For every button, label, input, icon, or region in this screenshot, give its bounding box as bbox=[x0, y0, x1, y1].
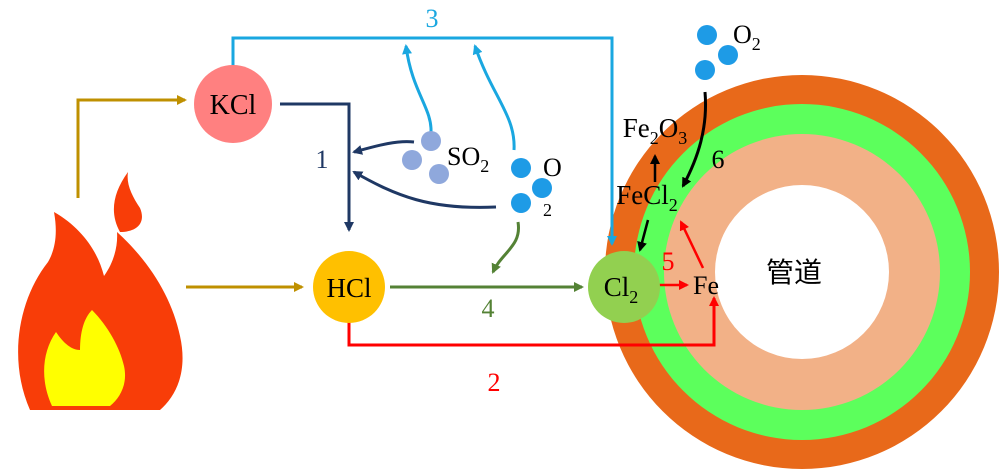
pathway-4-label: 4 bbox=[482, 294, 495, 323]
hcl-node: HCl bbox=[313, 251, 385, 323]
o2-to-pathway1-arrow bbox=[352, 170, 497, 209]
so2-molecule: SO2 bbox=[402, 131, 489, 184]
o2-atom bbox=[532, 178, 552, 198]
pathway-1: 1 bbox=[280, 102, 497, 232]
hcl-circle bbox=[313, 251, 385, 323]
pathway-5-label: 5 bbox=[662, 247, 675, 276]
fe-label: Fe bbox=[693, 271, 719, 300]
pipe-cross-section: 管道 bbox=[605, 75, 999, 469]
kcl-to-cl2-arrow bbox=[231, 36, 617, 246]
o2-release-arrow bbox=[472, 44, 516, 151]
pathway-3-label: 3 bbox=[426, 4, 439, 33]
kcl-to-hcl-arrow bbox=[280, 102, 354, 232]
so2-atom bbox=[429, 164, 449, 184]
o2-atom bbox=[718, 45, 738, 65]
fe2o3-label: Fe2O3 bbox=[623, 113, 688, 148]
pathway-4: 4 bbox=[390, 221, 584, 323]
o2-label-main: O bbox=[543, 153, 562, 182]
o2-atom bbox=[695, 60, 715, 80]
o2-to-fecl2-arrow bbox=[681, 91, 708, 188]
source-arrows bbox=[76, 95, 304, 292]
o2-molecule-left: O 2 bbox=[511, 153, 562, 220]
kcl-node: KCl bbox=[194, 65, 272, 143]
o2-atom bbox=[511, 193, 531, 213]
o2-label-sub: 2 bbox=[543, 200, 552, 220]
o2-molecule-right: O2 bbox=[695, 20, 761, 80]
hcl-label: HCl bbox=[326, 273, 371, 303]
so2-label: SO2 bbox=[447, 142, 489, 176]
kcl-circle bbox=[194, 65, 272, 143]
so2-atom bbox=[421, 131, 441, 151]
o2-to-pathway4-arrow bbox=[491, 221, 520, 274]
pathway-1-label: 1 bbox=[316, 145, 329, 174]
o2-atom bbox=[697, 25, 717, 45]
pipe-label: 管道 bbox=[766, 256, 822, 289]
cl2-label: Cl2 bbox=[604, 272, 639, 307]
pipe-inner-hole bbox=[715, 185, 889, 359]
cl2-circle bbox=[588, 251, 660, 323]
o2-atom bbox=[511, 158, 531, 178]
pathway-3: 3 bbox=[231, 4, 617, 246]
hcl-to-fe-arrow bbox=[347, 296, 719, 347]
fecl2-label: FeCl2 bbox=[616, 180, 678, 215]
fe-to-fecl2-arrow bbox=[679, 220, 705, 269]
flame-icon bbox=[18, 172, 183, 410]
o2-label: O2 bbox=[733, 20, 761, 54]
fecl2-to-cl2-arrow bbox=[637, 219, 650, 252]
pathway-6: 6 bbox=[637, 91, 725, 252]
pathway-2-label: 2 bbox=[488, 368, 501, 397]
pathway-2: 2 bbox=[347, 296, 719, 397]
so2-to-pathway1-arrow bbox=[352, 140, 415, 155]
kcl-label: KCl bbox=[210, 90, 257, 121]
so2-atom bbox=[402, 150, 422, 170]
cl2-node: Cl2 bbox=[588, 251, 660, 323]
flame-to-kcl-arrow bbox=[76, 95, 187, 198]
pathway-6-label: 6 bbox=[712, 145, 725, 174]
so2-release-arrow bbox=[402, 44, 433, 133]
